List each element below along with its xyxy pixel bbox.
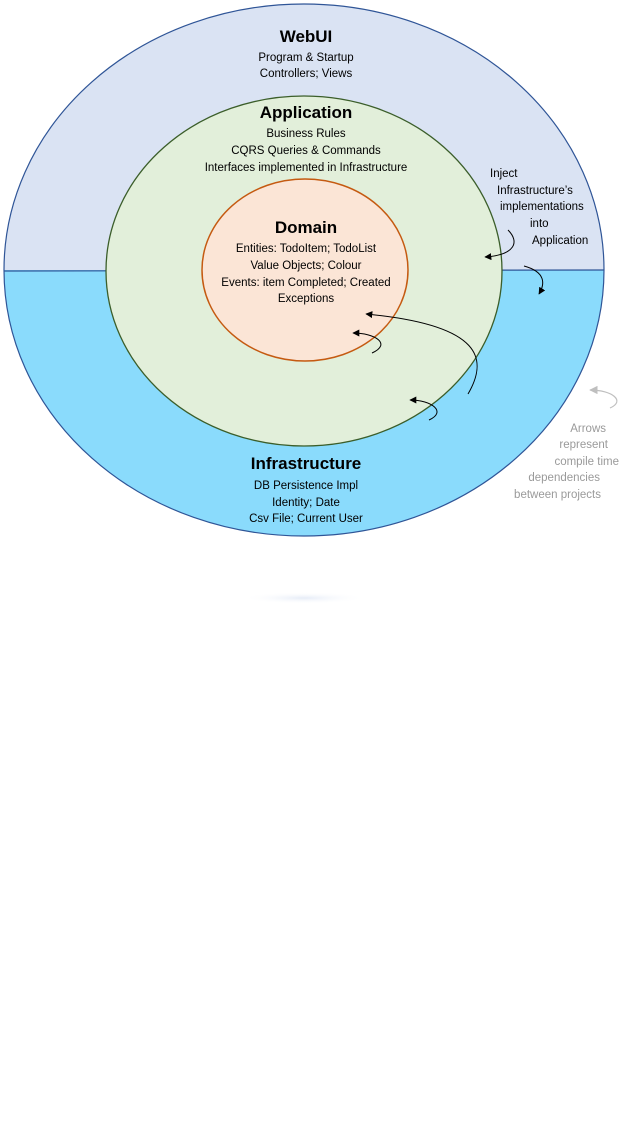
infrastructure-line-2: Identity; Date xyxy=(272,497,340,509)
infrastructure-line-3: Csv File; Current User xyxy=(249,513,363,525)
legend-line-5: between projects xyxy=(514,489,601,501)
application-title: Application xyxy=(260,103,353,122)
infrastructure-to-domain-arrow xyxy=(365,311,478,395)
application-to-domain-arrow xyxy=(352,329,382,354)
domain-line-3: Events: item Completed; Created xyxy=(221,277,390,289)
webui-title: WebUI xyxy=(280,27,333,46)
webui-line-2: Controllers; Views xyxy=(260,68,353,80)
legend-line-2: represent xyxy=(559,439,608,451)
legend-line-4: dependencies xyxy=(528,472,600,484)
domain-line-2: Value Objects; Colour xyxy=(250,260,361,272)
faint-reflection xyxy=(242,592,366,604)
inject-note-line-5: Application xyxy=(532,235,588,247)
legend-arrow xyxy=(589,385,618,409)
domain-layer xyxy=(201,178,409,362)
domain-line-4: Exceptions xyxy=(278,293,335,305)
webui-to-infrastructure-arrow xyxy=(523,265,546,295)
infrastructure-to-application-arrow xyxy=(409,396,438,421)
application-line-2: CQRS Queries & Commands xyxy=(231,145,381,157)
infrastructure-line-1: DB Persistence Impl xyxy=(254,480,358,492)
infrastructure-title: Infrastructure xyxy=(251,454,362,473)
application-line-3: Interfaces implemented in Infrastructure xyxy=(205,162,408,174)
legend-line-3: compile time xyxy=(554,456,619,468)
inject-note-line-2: Infrastructure’s xyxy=(497,185,573,197)
inject-arrow xyxy=(484,229,515,261)
legend-line-1: Arrows xyxy=(570,423,606,435)
application-line-1: Business Rules xyxy=(266,128,346,140)
domain-line-1: Entities: TodoItem; TodoList xyxy=(236,243,377,255)
inject-note-line-4: into xyxy=(530,218,549,230)
inject-note-line-1: Inject xyxy=(490,168,518,180)
webui-line-1: Program & Startup xyxy=(258,52,353,64)
domain-title: Domain xyxy=(275,218,337,237)
inject-note-line-3: implementations xyxy=(500,201,584,213)
